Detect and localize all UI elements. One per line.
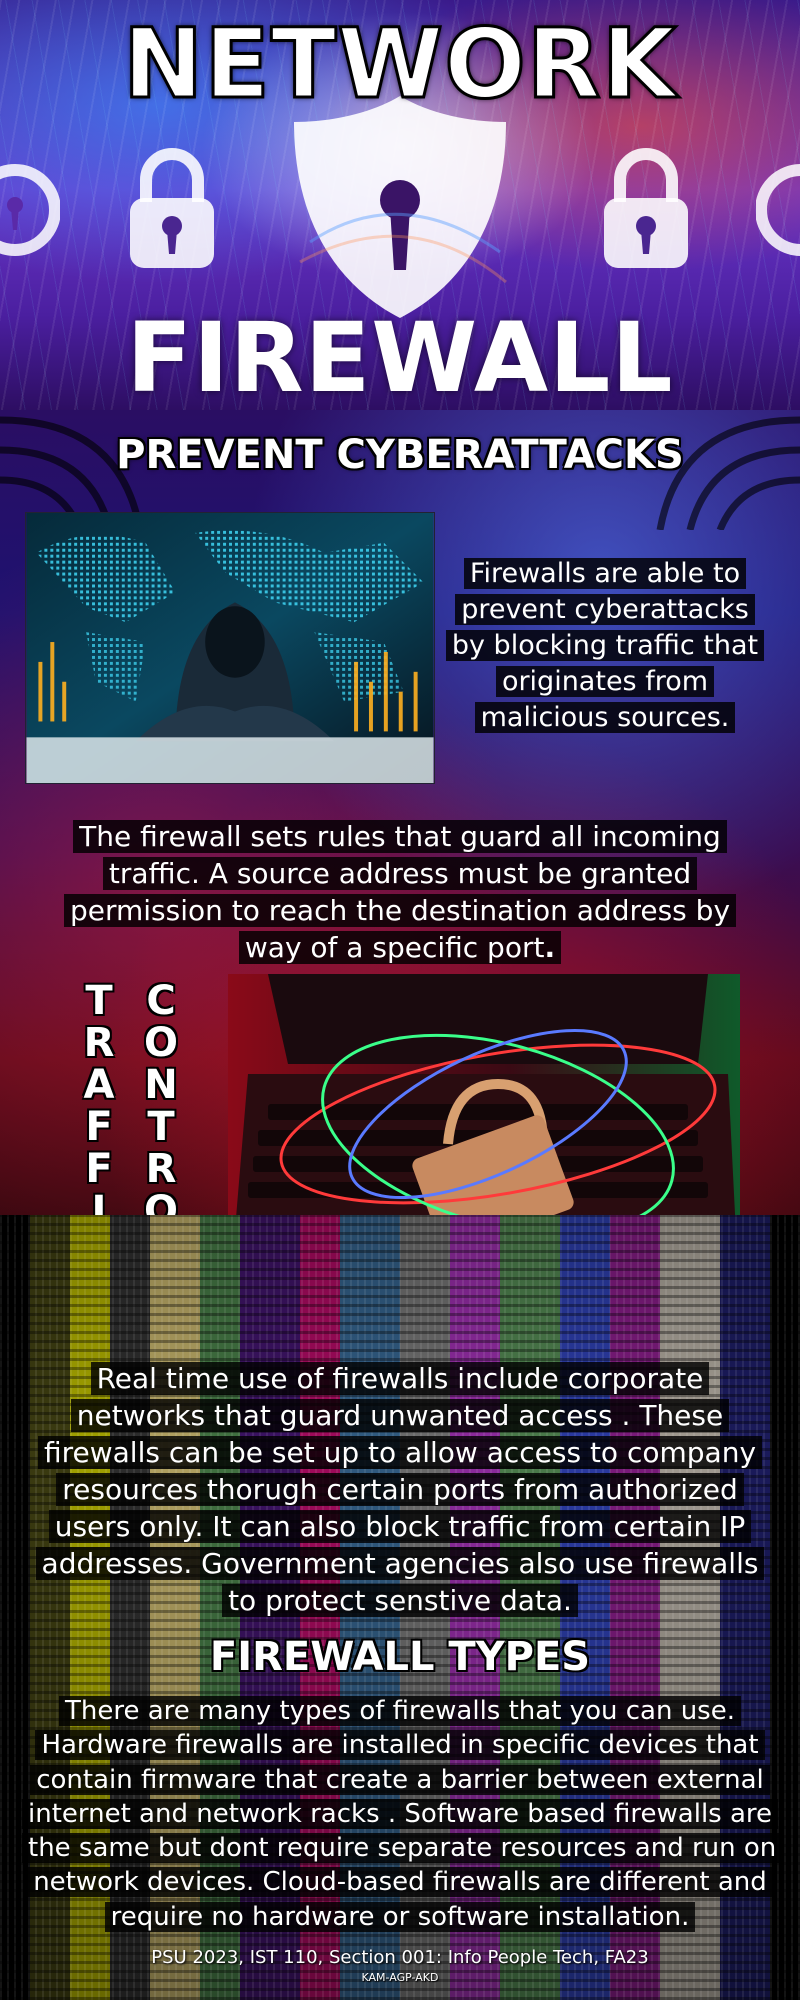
firewall-types-description: There are many types of firewalls that y… [22, 1694, 783, 1934]
types-text: There are many types of firewalls that y… [22, 1696, 783, 1932]
shield-keyhole-icon [294, 96, 507, 318]
traffic-rules-description: The firewall sets rules that guard all i… [60, 818, 740, 966]
prevent-description: Firewalls are able to prevent cyberattac… [440, 556, 770, 736]
header-banner: NETWORK FIREWALL [0, 0, 800, 420]
letter: R [145, 1146, 177, 1192]
traffic-rules-text: The firewall sets rules that guard all i… [63, 820, 737, 964]
letter: F [85, 1146, 113, 1192]
title-firewall: FIREWALL [126, 302, 674, 414]
prevent-text: Firewalls are able to prevent cyberattac… [445, 558, 765, 733]
footer-credit: PSU 2023, IST 110, Section 001: Info Peo… [151, 1947, 649, 1968]
letter: T [85, 978, 113, 1024]
footer-code: KAM-AGP-AKD [361, 1971, 439, 1984]
letter: F [85, 1104, 113, 1150]
padlock-icon [756, 164, 800, 256]
traffic-rules-period: . [544, 931, 556, 964]
realtime-use-description: Real time use of firewalls include corpo… [30, 1360, 770, 1619]
heading-prevent-cyberattacks: PREVENT CYBERATTACKS [116, 432, 684, 478]
traffic-rules-text-body: The firewall sets rules that guard all i… [69, 820, 731, 964]
heading-firewall-types: FIREWALL TYPES [209, 1634, 591, 1680]
letter: T [147, 1104, 175, 1150]
letter: O [143, 1020, 178, 1066]
padlock-icon [130, 148, 214, 268]
title-network: NETWORK [121, 7, 678, 122]
padlock-icon [604, 148, 688, 268]
letter: N [144, 1062, 178, 1108]
letter: A [83, 1062, 115, 1108]
realtime-text: Real time use of firewalls include corpo… [35, 1362, 765, 1617]
letter: R [83, 1020, 115, 1066]
hooded-hacker-world-map-image [25, 512, 435, 784]
letter: C [146, 978, 176, 1024]
arch-pillars-decoration [0, 416, 800, 530]
padlock-icon [0, 164, 60, 256]
